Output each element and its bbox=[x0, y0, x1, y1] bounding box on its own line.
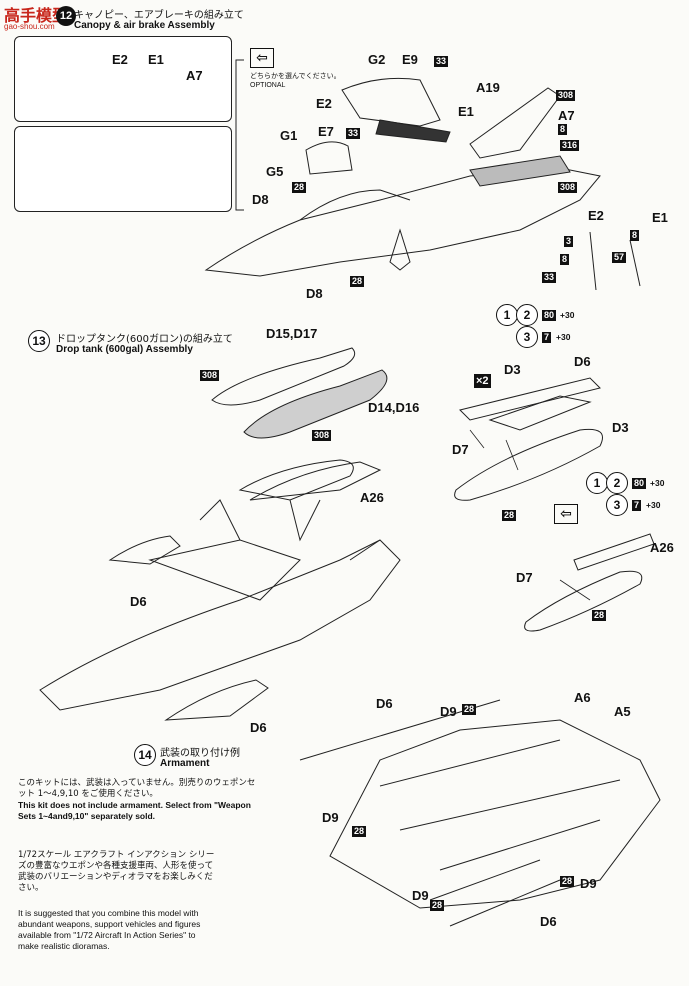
label-D8b: D8 bbox=[306, 286, 323, 301]
color-num-28-pylon1: 28 bbox=[502, 510, 517, 521]
color-num-33b: 33 bbox=[346, 128, 361, 139]
step13-title-en: Drop tank (600gal) Assembly bbox=[56, 344, 193, 355]
label-A26-pylon: A26 bbox=[650, 540, 674, 555]
label-D15-D17: D15,D17 bbox=[266, 326, 318, 341]
label-D9b: D9 bbox=[322, 810, 339, 825]
step12-title-en: Canopy & air brake Assembly bbox=[74, 20, 215, 31]
label-E7: E7 bbox=[318, 124, 334, 139]
color-num-8c: 8 bbox=[630, 230, 640, 241]
label-D3a: D3 bbox=[504, 362, 521, 377]
watermark-url: gao-shou.com bbox=[4, 22, 55, 31]
color-num-33c: 33 bbox=[542, 272, 557, 283]
step14-title-en: Armament bbox=[160, 758, 210, 769]
label-D7a: D7 bbox=[452, 442, 469, 457]
color-num-28-arm-a: 28 bbox=[462, 704, 477, 715]
note-diorama-jp: 1/72スケール エアクラフト インアクション シリーズの豊富なウエポンや各種支… bbox=[18, 850, 215, 893]
label-G1: G1 bbox=[280, 128, 298, 143]
plus-30c: +30 bbox=[650, 478, 665, 488]
variant-tag-3b: 3 bbox=[606, 494, 628, 516]
label-A26-main: A26 bbox=[360, 490, 384, 505]
label-E1-step12: E1 bbox=[458, 104, 474, 119]
color-num-57: 57 bbox=[612, 252, 627, 263]
label-D7b: D7 bbox=[516, 570, 533, 585]
note-armament-jp: このキットには、武装は入っていません。別売りのウェポンセット 1〜4,9,10 … bbox=[18, 778, 256, 799]
color-num-28-arm-b: 28 bbox=[352, 826, 367, 837]
color-num-28a: 28 bbox=[292, 182, 307, 193]
color-num-7: 7 bbox=[542, 332, 552, 343]
arrow-icon-pylon2: ⇦ bbox=[554, 504, 578, 524]
label-D14-D16: D14,D16 bbox=[368, 400, 420, 415]
color-num-8b: 8 bbox=[560, 254, 570, 265]
color-num-308d: 308 bbox=[312, 430, 332, 441]
plus-30d: +30 bbox=[646, 500, 661, 510]
step-number-13: 13 bbox=[28, 330, 50, 352]
label-D6-main-a: D6 bbox=[130, 594, 147, 609]
label-A5: A5 bbox=[614, 704, 631, 719]
label-D3b: D3 bbox=[612, 420, 629, 435]
color-num-316: 316 bbox=[560, 140, 580, 151]
label-G2: G2 bbox=[368, 52, 386, 67]
plus-30a: +30 bbox=[560, 310, 575, 320]
label-G5: G5 bbox=[266, 164, 284, 179]
label-E9: E9 bbox=[402, 52, 418, 67]
color-num-33a: 33 bbox=[434, 56, 449, 67]
variant-tag-1: 1 bbox=[496, 304, 518, 326]
color-num-28-arm-c: 28 bbox=[430, 900, 445, 911]
step14-title-jp: 武装の取り付け例 bbox=[160, 748, 240, 759]
step12-title-jp: キャノピー、エアブレーキの組み立て bbox=[74, 10, 244, 21]
label-E1: E1 bbox=[148, 52, 164, 67]
color-num-308b: 308 bbox=[558, 182, 578, 193]
note-armament-en: This kit does not include armament. Sele… bbox=[18, 800, 251, 821]
label-A7: A7 bbox=[186, 68, 203, 83]
label-D6-pylon: D6 bbox=[574, 354, 591, 369]
times-two-badge: ×2 bbox=[474, 374, 491, 388]
label-A6: A6 bbox=[574, 690, 591, 705]
color-num-3: 3 bbox=[564, 236, 574, 247]
label-D8a: D8 bbox=[252, 192, 269, 207]
label-D9d: D9 bbox=[580, 876, 597, 891]
label-A19: A19 bbox=[476, 80, 500, 95]
color-num-28-pylon2: 28 bbox=[592, 610, 607, 621]
optional-text-jp: どちらかを選んでください。 bbox=[250, 73, 341, 80]
optional-arrow-icon: ⇦ bbox=[250, 48, 274, 68]
label-E1-detail: E1 bbox=[652, 210, 668, 225]
label-D6-main-b: D6 bbox=[250, 720, 267, 735]
note-diorama-en: It is suggested that you combine this mo… bbox=[18, 908, 201, 951]
color-num-80: 80 bbox=[542, 310, 557, 321]
label-A7-step12: A7 bbox=[558, 108, 575, 123]
watermark-logo: 高手模型 bbox=[4, 6, 69, 25]
label-E2: E2 bbox=[112, 52, 128, 67]
color-num-28b: 28 bbox=[350, 276, 365, 287]
label-D9a: D9 bbox=[440, 704, 457, 719]
optional-text-en: OPTIONAL bbox=[250, 82, 286, 89]
color-num-8a: 8 bbox=[558, 124, 568, 135]
color-num-308a: 308 bbox=[556, 90, 576, 101]
label-D6-arm: D6 bbox=[376, 696, 393, 711]
plus-30b: +30 bbox=[556, 332, 571, 342]
variant-tag-2b: 2 bbox=[606, 472, 628, 494]
variant-tag-3: 3 bbox=[516, 326, 538, 348]
canopy-closed-panel bbox=[14, 36, 232, 122]
step-number-14: 14 bbox=[134, 744, 156, 766]
variant-tag-2: 2 bbox=[516, 304, 538, 326]
color-num-28-arm-d: 28 bbox=[560, 876, 575, 887]
label-E2-step12: E2 bbox=[316, 96, 332, 111]
color-num-80b: 80 bbox=[632, 478, 647, 489]
step-number-12: 12 bbox=[56, 6, 76, 26]
label-E2-detail: E2 bbox=[588, 208, 604, 223]
canopy-open-panel bbox=[14, 126, 232, 212]
label-D9c: D9 bbox=[412, 888, 429, 903]
color-num-308c: 308 bbox=[200, 370, 220, 381]
label-D6-arm-b: D6 bbox=[540, 914, 557, 929]
color-num-7b: 7 bbox=[632, 500, 642, 511]
step13-title-jp: ドロップタンク(600ガロン)の組み立て bbox=[56, 334, 233, 345]
variant-tag-1b: 1 bbox=[586, 472, 608, 494]
